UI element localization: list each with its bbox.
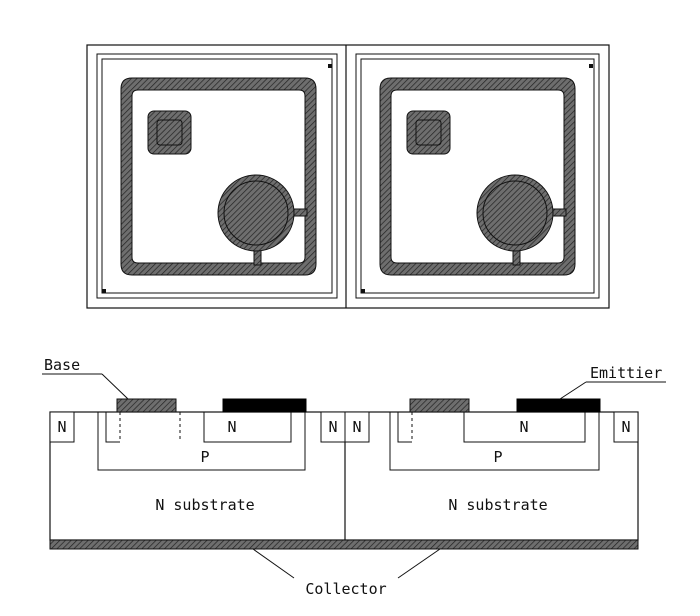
corner-mark — [589, 64, 593, 68]
substrate-label: N substrate — [155, 496, 254, 514]
p-region-label: P — [493, 448, 502, 466]
emitter-contact-inner — [482, 180, 548, 246]
n-emitter-label: N — [519, 418, 528, 436]
emitter-label: Emittier — [590, 364, 662, 382]
top-view — [86, 44, 610, 309]
collector-leader-right — [397, 548, 441, 579]
corner-mark — [328, 64, 332, 68]
corner-mark — [102, 289, 106, 293]
device-left: N N N P N substrate — [49, 398, 346, 514]
base-plus-region — [105, 412, 120, 443]
collector-callout: Collector — [252, 548, 441, 598]
substrate-label: N substrate — [448, 496, 547, 514]
n-left-label: N — [57, 418, 66, 436]
top-cell-right — [355, 53, 600, 299]
emitter-contact-outer — [217, 174, 295, 252]
base-plus-region — [397, 412, 412, 443]
n-plus-right-box — [613, 411, 639, 443]
die-outline — [86, 44, 610, 309]
cell-frame-outer — [355, 53, 600, 299]
p-region-label: P — [200, 448, 209, 466]
emitter-leader-line — [559, 381, 587, 400]
n-emitter-label: N — [227, 418, 236, 436]
cell-frame-outer — [96, 53, 338, 299]
n-left-label: N — [352, 418, 361, 436]
collector-contact-ring — [379, 77, 576, 276]
base-contact-pad — [147, 110, 192, 155]
cell-frame-inner — [101, 58, 333, 294]
emitter-metal-contact — [516, 398, 601, 413]
emitter-contact-outer — [476, 174, 554, 252]
n-right-label: N — [328, 418, 337, 436]
n-plus-left-box — [49, 411, 75, 443]
p-region-outline — [97, 412, 306, 471]
base-leader-line — [101, 373, 129, 400]
base-callout: Base — [42, 356, 129, 400]
n-plus-left-box — [344, 411, 370, 443]
base-contact-window — [415, 119, 442, 146]
collector-contact-ring — [120, 77, 317, 276]
base-contact-pad — [406, 110, 451, 155]
p-region-outline — [389, 412, 600, 471]
base-metal-contact — [409, 398, 470, 413]
emitter-callout: Emittier — [559, 364, 666, 400]
base-contact-window — [156, 119, 183, 146]
n-emitter-outline — [203, 412, 292, 443]
device-right: N N N P N substrate — [344, 398, 639, 514]
n-right-label: N — [621, 418, 630, 436]
emitter-metal-contact — [222, 398, 307, 413]
base-metal-contact — [116, 398, 177, 413]
collector-layer — [49, 539, 639, 550]
n-plus-right-box — [320, 411, 346, 443]
collector-label: Collector — [305, 580, 386, 598]
base-label: Base — [44, 356, 80, 374]
cross-section: N N N P N substrate N N N P N substrate … — [42, 356, 666, 598]
cell-frame-inner — [360, 58, 595, 294]
emitter-contact-inner — [223, 180, 289, 246]
top-cell-left — [96, 53, 338, 299]
collector-leader-left — [252, 548, 295, 579]
corner-mark — [361, 289, 365, 293]
